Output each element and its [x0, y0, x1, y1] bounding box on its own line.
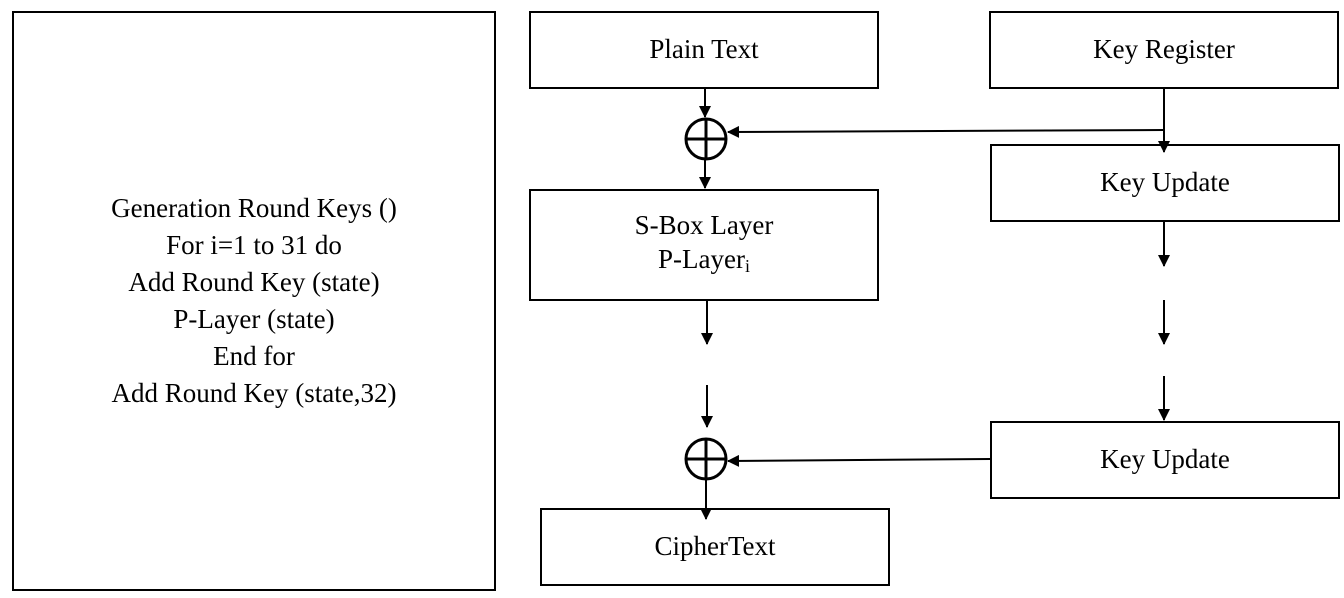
ciphertext-block: CipherText	[540, 508, 890, 586]
p-layer-line: P-Layeri	[658, 242, 750, 283]
xor-icon-2	[684, 437, 728, 481]
pseudocode-line-6: Add Round Key (state,32)	[111, 378, 397, 408]
key-register-block: Key Register	[989, 11, 1339, 89]
plain-text-label: Plain Text	[649, 34, 759, 65]
key-register-label: Key Register	[1093, 34, 1235, 65]
arrow-key-to-xor1	[727, 125, 1165, 138]
xor-icon-1	[684, 117, 728, 161]
sbox-layer-label: S-Box Layer	[634, 209, 774, 240]
p-layer-subscript: i	[744, 255, 750, 276]
pseudocode-line-5: End for	[213, 341, 295, 371]
ciphertext-label: CipherText	[654, 531, 776, 562]
arrow-keyupdate2-to-xor2	[727, 454, 991, 467]
pseudocode-line-3: Add Round Key (state)	[128, 267, 380, 297]
pseudocode-panel: Generation Round Keys () For i=1 to 31 d…	[12, 11, 496, 591]
sbox-player-block: S-Box Layer P-Layeri	[529, 189, 879, 301]
pseudocode-line-4: P-Layer (state)	[173, 304, 335, 334]
plain-text-block: Plain Text	[529, 11, 879, 89]
pseudocode-line-2: For i=1 to 31 do	[166, 230, 342, 260]
pseudocode-line-1: Generation Round Keys ()	[111, 193, 397, 223]
key-update-label-2: Key Update	[1100, 444, 1230, 475]
key-update-block-2: Key Update	[990, 421, 1340, 499]
key-update-block-1: Key Update	[990, 144, 1340, 222]
p-layer-label: P-Layer	[658, 243, 745, 274]
key-update-label-1: Key Update	[1100, 167, 1230, 198]
